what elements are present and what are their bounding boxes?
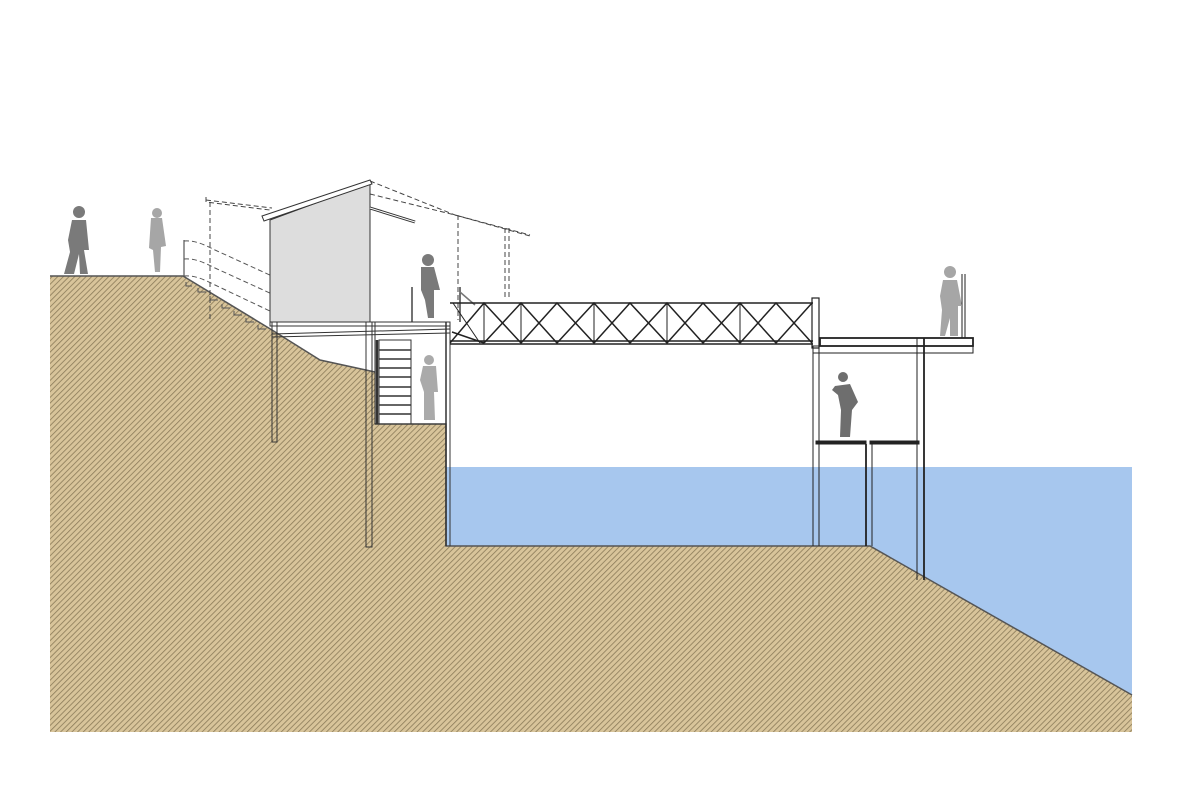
people [64, 206, 962, 437]
person-2 [149, 208, 166, 272]
cabin [261, 179, 476, 548]
pier [811, 274, 974, 580]
person-6 [940, 266, 962, 336]
person-4 [420, 355, 438, 420]
person-5 [832, 372, 858, 437]
truss-bridge [449, 301, 813, 345]
person-3 [421, 254, 440, 318]
hillside-steps [183, 240, 273, 330]
person-1 [64, 206, 89, 274]
stair-tower [374, 321, 451, 546]
